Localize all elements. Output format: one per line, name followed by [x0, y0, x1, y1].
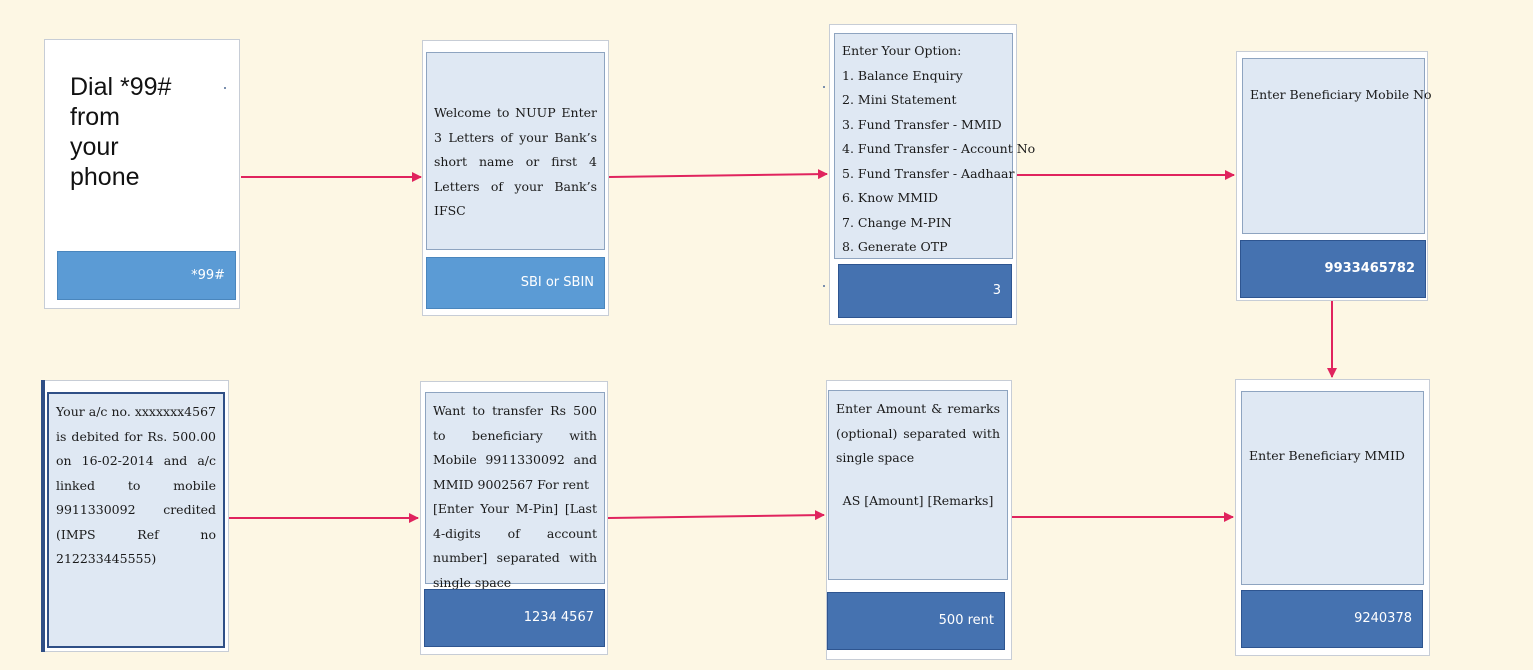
dial-line: Dial *99# [70, 73, 172, 101]
screen-text: Your a/c no. xxxxxxx4567 is debited for … [56, 404, 216, 566]
input-bar-beneficiary-mmid: 9240378 [1241, 590, 1423, 648]
option-item: 3. Fund Transfer - MMID [842, 116, 1002, 132]
screen-amount: Enter Amount & remarks (optional) separa… [828, 390, 1008, 580]
input-value: 9240378 [1354, 611, 1412, 626]
decorative-dot [823, 285, 825, 287]
dial-line: your [70, 133, 119, 161]
options-heading: Enter Your Option: [842, 43, 962, 58]
screen-confirmation: Your a/c no. xxxxxxx4567 is debited for … [47, 392, 225, 648]
input-bar-dial: *99# [57, 251, 236, 300]
decorative-dot [224, 87, 226, 89]
input-value: 1234 4567 [523, 610, 594, 625]
dial-line: phone [70, 163, 140, 191]
screen-options: Enter Your Option: 1. Balance Enquiry 2.… [834, 33, 1036, 259]
screen-text: Welcome to NUUP Enter 3 Letters of your … [434, 105, 597, 218]
screen-welcome: Welcome to NUUP Enter 3 Letters of your … [426, 52, 605, 250]
option-item: 8. Generate OTP [842, 239, 948, 254]
screen-text: Enter Beneficiary MMID [1249, 448, 1405, 463]
option-item: 4. Fund Transfer - Account No [842, 141, 1036, 156]
decorative-dot [823, 86, 825, 88]
screen-instruction: [Enter Your M-Pin] [Last 4-digits of acc… [433, 501, 597, 590]
input-value: 9933465782 [1324, 261, 1415, 276]
dial-line: from [70, 103, 120, 131]
dial-instruction: Dial *99# from your phone [70, 72, 220, 192]
input-bar-beneficiary-mobile: 9933465782 [1240, 240, 1426, 298]
screen-text: Enter Beneficiary Mobile No [1250, 87, 1432, 102]
option-item: 6. Know MMID [842, 190, 939, 205]
input-bar-welcome: SBI or SBIN [426, 257, 605, 309]
screen-text: Enter Amount & remarks (optional) separa… [836, 401, 1000, 465]
amount-format: AS [Amount] [Remarks] [842, 492, 994, 508]
arrow-amount-to-confirm [607, 510, 825, 521]
screen-beneficiary-mobile: Enter Beneficiary Mobile No [1242, 58, 1432, 234]
input-value: SBI or SBIN [520, 275, 594, 290]
arrow-welcome-to-options [608, 169, 828, 180]
option-item: 2. Mini Statement [842, 92, 957, 107]
card-edge [41, 380, 45, 652]
option-item: 1. Balance Enquiry [842, 67, 963, 83]
option-item: 5. Fund Transfer - Aadhaar [842, 165, 1015, 181]
input-bar-confirm: 1234 4567 [424, 589, 605, 647]
screen-confirm: Want to transfer Rs 500 to beneficiary w… [425, 392, 605, 590]
screen-beneficiary-mmid: Enter Beneficiary MMID [1241, 391, 1424, 585]
option-item: 7. Change M-PIN [842, 214, 952, 230]
input-value: *99# [191, 268, 225, 283]
input-bar-amount: 500 rent [827, 592, 1005, 650]
input-value: 3 [992, 283, 1001, 298]
screen-text: Want to transfer Rs 500 to beneficiary w… [433, 403, 597, 492]
input-bar-options: 3 [838, 264, 1012, 318]
input-value: 500 rent [938, 613, 994, 628]
